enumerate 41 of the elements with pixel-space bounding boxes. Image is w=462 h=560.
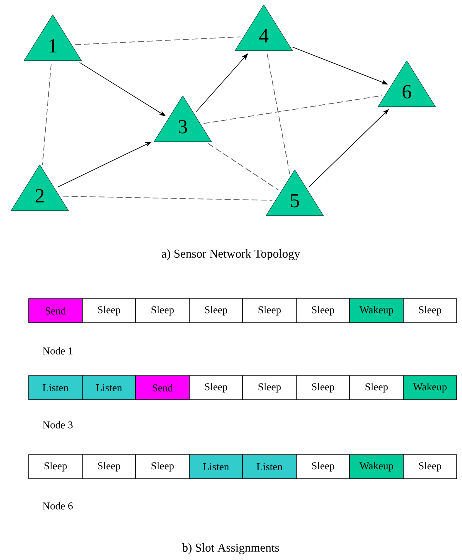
dashed-line bbox=[62, 196, 273, 201]
slot-cell: Sleep bbox=[136, 454, 190, 480]
slot-cell: Send bbox=[136, 376, 190, 400]
slot-cell: Wakeup bbox=[403, 376, 458, 400]
triangle-node: 6 bbox=[378, 60, 436, 108]
slot-cell: Sleep bbox=[82, 454, 136, 480]
slot-cell: Send bbox=[28, 298, 83, 324]
triangle-node: 1 bbox=[24, 14, 82, 62]
slot-cell: Sleep bbox=[28, 454, 83, 480]
slot-cell: Listen bbox=[242, 454, 297, 480]
caption: b) Slot Assignments bbox=[182, 544, 280, 554]
dashed-line bbox=[204, 96, 383, 124]
slot-cell: Sleep bbox=[189, 298, 244, 324]
row-label: Node 1 bbox=[43, 347, 73, 355]
slot-cell: Wakeup bbox=[350, 454, 404, 480]
slot-cell: Sleep bbox=[296, 298, 350, 324]
triangle-node: 5 bbox=[266, 170, 324, 216]
slot-cell: Sleep bbox=[403, 298, 458, 324]
slot-cell: Sleep bbox=[296, 454, 350, 480]
slot-cell: Listen bbox=[189, 454, 244, 480]
dashed-line bbox=[267, 54, 290, 174]
slot-cell: Wakeup bbox=[350, 298, 404, 324]
dashed-line bbox=[208, 144, 279, 191]
row-label: Node 3 bbox=[43, 421, 73, 429]
slot-cell: Listen bbox=[28, 376, 83, 400]
slot-cell: Sleep bbox=[350, 376, 404, 400]
slot-cell: Sleep bbox=[242, 376, 297, 400]
slot-cell: Listen bbox=[82, 376, 136, 400]
slot-cell: Sleep bbox=[403, 454, 458, 480]
triangle-node: 4 bbox=[235, 4, 293, 52]
slot-cell: Sleep bbox=[242, 298, 297, 324]
slot-cell: Sleep bbox=[189, 376, 244, 400]
triangle-node: 3 bbox=[154, 96, 212, 142]
triangle-node: 2 bbox=[11, 164, 69, 212]
slot-cell: Sleep bbox=[296, 376, 350, 400]
caption: a) Sensor Network Topology bbox=[162, 250, 300, 260]
dashed-line bbox=[74, 36, 242, 46]
dashed-line bbox=[42, 64, 52, 166]
row-label: Node 6 bbox=[43, 502, 73, 510]
slot-cell: Sleep bbox=[136, 298, 190, 324]
slot-cell: Sleep bbox=[82, 298, 136, 324]
